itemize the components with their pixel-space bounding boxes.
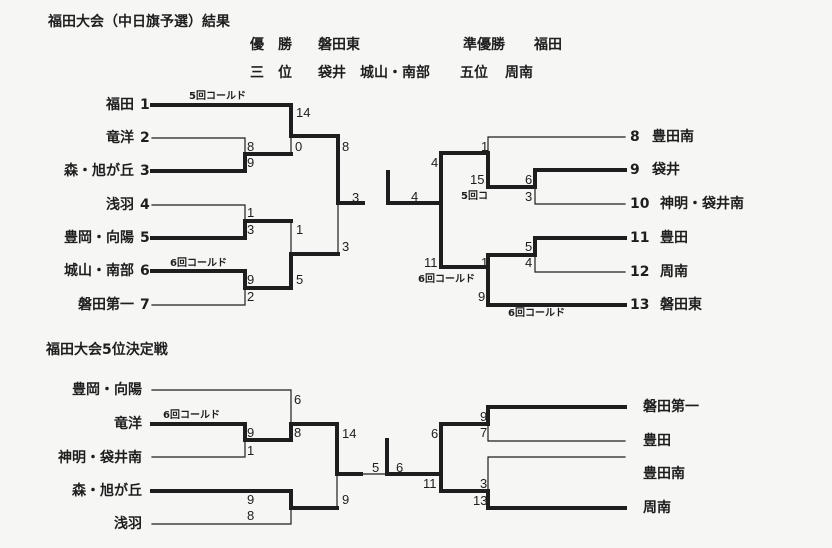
score: 6 — [396, 460, 404, 475]
score: 3 — [342, 239, 350, 254]
team-seed: 2 — [140, 130, 150, 146]
team-name: 周南 — [643, 500, 671, 516]
score: 9 — [480, 409, 488, 424]
score: 8 — [294, 425, 302, 440]
score: 4 — [411, 189, 419, 204]
score: 14 — [296, 105, 311, 120]
called-game-note: 6回コールド — [170, 258, 227, 269]
champion-team: 磐田東 — [318, 37, 360, 53]
team-name: 神明・袋井南 — [660, 196, 744, 212]
score: 9 — [478, 289, 486, 304]
team-name: 神明・袋井南 — [58, 450, 142, 466]
score: 7 — [480, 425, 488, 440]
team-seed: 11 — [630, 230, 650, 246]
team-name: 袋井 — [652, 162, 680, 178]
team-name: 浅羽 — [114, 516, 142, 532]
called-game-note: 6回コールド — [418, 274, 475, 285]
score: 9 — [247, 425, 255, 440]
team-name: 豊田南 — [643, 466, 685, 482]
team-seed: 12 — [630, 264, 650, 280]
called-game-note: 6回コールド — [508, 308, 565, 319]
team-name: 福田 — [106, 97, 134, 113]
score: 9 — [342, 492, 350, 507]
team-name: 森・旭が丘 — [72, 483, 142, 499]
score: 0 — [295, 139, 303, 154]
score: 3 — [480, 476, 488, 491]
team-name: 豊岡・向陽 — [64, 230, 134, 246]
called-game-note: 5回コ — [461, 191, 488, 202]
team-seed: 7 — [140, 297, 150, 313]
score: 11 — [423, 476, 437, 491]
team-seed: 9 — [630, 162, 640, 178]
fifth-place-title: 福田大会5位決定戦 — [46, 342, 168, 358]
page-title: 福田大会（中日旗予選）結果 — [48, 14, 230, 30]
team-name: 浅羽 — [106, 197, 134, 213]
team-seed: 5 — [140, 230, 150, 246]
fifth-bracket-thin-lines — [151, 389, 626, 525]
score: 2 — [247, 289, 255, 304]
team-name: 磐田第一 — [78, 297, 134, 313]
team-seed: 10 — [630, 196, 650, 212]
team-seed: 4 — [140, 197, 150, 213]
score: 5 — [296, 272, 304, 287]
team-name: 磐田東 — [660, 297, 702, 313]
fifth-team: 周南 — [505, 65, 533, 81]
score: 5 — [372, 460, 380, 475]
fifth-bracket-thick-lines — [150, 405, 627, 510]
team-name: 豊田 — [643, 433, 671, 449]
score: 9 — [247, 155, 255, 170]
third-teams: 袋井 城山・南部 — [318, 65, 430, 81]
score: 13 — [473, 493, 488, 508]
called-game-note: 6回コールド — [163, 410, 220, 421]
score: 5 — [525, 239, 533, 254]
score: 8 — [247, 139, 255, 154]
main-bracket-thick-lines — [150, 103, 627, 307]
team-name: 竜洋 — [114, 416, 142, 432]
team-seed: 1 — [140, 97, 150, 113]
score: 1 — [481, 139, 489, 154]
score: 3 — [352, 190, 360, 205]
team-name: 城山・南部 — [64, 263, 134, 279]
score: 3 — [525, 189, 533, 204]
third-label: 三 位 — [250, 65, 292, 81]
score: 4 — [525, 255, 533, 270]
team-name: 豊岡・向陽 — [72, 382, 142, 398]
called-game-note: 5回コールド — [189, 91, 246, 102]
score: 8 — [247, 508, 255, 523]
fifth-label: 五位 — [460, 65, 488, 81]
score: 1 — [247, 205, 255, 220]
score: 9 — [247, 272, 255, 287]
score: 6 — [294, 392, 302, 407]
team-name: 竜洋 — [106, 130, 134, 146]
team-seed: 3 — [140, 163, 150, 179]
score: 4 — [431, 155, 439, 170]
score: 3 — [247, 222, 255, 237]
score: 11 — [424, 255, 438, 270]
team-seed: 13 — [630, 297, 650, 313]
team-name: 森・旭が丘 — [64, 163, 134, 179]
runner-up-label: 準優勝 — [463, 37, 505, 53]
team-name: 豊田 — [660, 230, 688, 246]
score: 15 — [470, 172, 485, 187]
team-name: 豊田南 — [652, 129, 694, 145]
score: 9 — [247, 492, 255, 507]
score: 1 — [247, 443, 255, 458]
main-bracket-thin-lines — [151, 135, 626, 306]
runner-up-team: 福田 — [534, 37, 562, 53]
team-seed: 8 — [630, 129, 640, 145]
score: 6 — [431, 426, 439, 441]
score: 8 — [342, 139, 350, 154]
score: 14 — [342, 426, 357, 441]
score: 1 — [481, 255, 489, 270]
score: 1 — [296, 222, 304, 237]
score: 6 — [525, 172, 533, 187]
team-name: 磐田第一 — [643, 399, 699, 415]
team-seed: 6 — [140, 263, 150, 279]
team-name: 周南 — [660, 264, 688, 280]
champion-label: 優 勝 — [250, 37, 292, 53]
